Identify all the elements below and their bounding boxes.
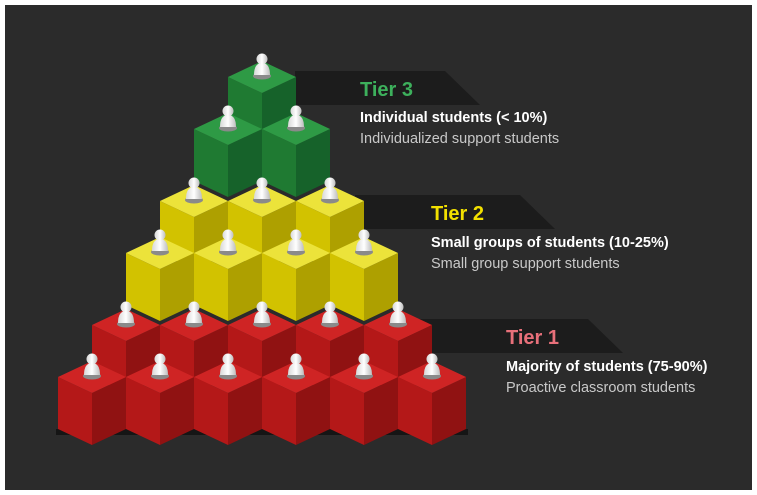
student-figure-icon — [219, 353, 237, 380]
student-figure-icon — [83, 353, 101, 380]
cube-stack — [56, 53, 468, 445]
tier1-label: Tier 1 Majority of students (75-90%) Pro… — [506, 327, 708, 396]
tier1-heading: Majority of students (75-90%) — [506, 359, 708, 375]
student-figure-icon — [287, 229, 305, 256]
tier2-title: Tier 2 — [431, 203, 484, 225]
student-cube — [126, 361, 194, 445]
student-figure-icon — [287, 353, 305, 380]
student-cube — [262, 237, 330, 321]
student-cube — [58, 361, 126, 445]
tier-pyramid-diagram: Tier 3 Individual students (< 10%) Indiv… — [56, 53, 708, 445]
student-figure-icon — [389, 301, 407, 328]
tier3-label-band — [295, 71, 480, 105]
tier3-label: Tier 3 Individual students (< 10%) Indiv… — [360, 79, 559, 147]
student-figure-icon — [117, 301, 135, 328]
student-figure-icon — [355, 229, 373, 256]
student-figure-icon — [287, 105, 305, 132]
student-figure-icon — [253, 177, 271, 204]
tier2-label-band — [355, 195, 555, 229]
student-figure-icon — [151, 353, 169, 380]
student-figure-icon — [253, 53, 271, 80]
student-figure-icon — [253, 301, 271, 328]
student-cube — [398, 361, 466, 445]
tier1-title: Tier 1 — [506, 327, 559, 349]
tier1-description: Proactive classroom students — [506, 380, 695, 396]
student-figure-icon — [151, 229, 169, 256]
student-figure-icon — [355, 353, 373, 380]
tier2-heading: Small groups of students (10-25%) — [431, 235, 669, 251]
tier1-label-band — [395, 319, 623, 353]
student-figure-icon — [219, 229, 237, 256]
student-figure-icon — [185, 177, 203, 204]
tier2-description: Small group support students — [431, 256, 620, 272]
student-cube — [330, 237, 398, 321]
tier3-description: Individualized support students — [360, 131, 559, 147]
student-figure-icon — [321, 177, 339, 204]
tier3-title: Tier 3 — [360, 79, 413, 101]
tier3-heading: Individual students (< 10%) — [360, 110, 547, 126]
student-figure-icon — [219, 105, 237, 132]
student-cube — [194, 113, 262, 197]
student-figure-icon — [423, 353, 441, 380]
diagram-frame: Tier 3 Individual students (< 10%) Indiv… — [5, 5, 752, 490]
tier2-label: Tier 2 Small groups of students (10-25%)… — [431, 203, 669, 272]
student-figure-icon — [185, 301, 203, 328]
student-cube — [330, 361, 398, 445]
student-figure-icon — [321, 301, 339, 328]
